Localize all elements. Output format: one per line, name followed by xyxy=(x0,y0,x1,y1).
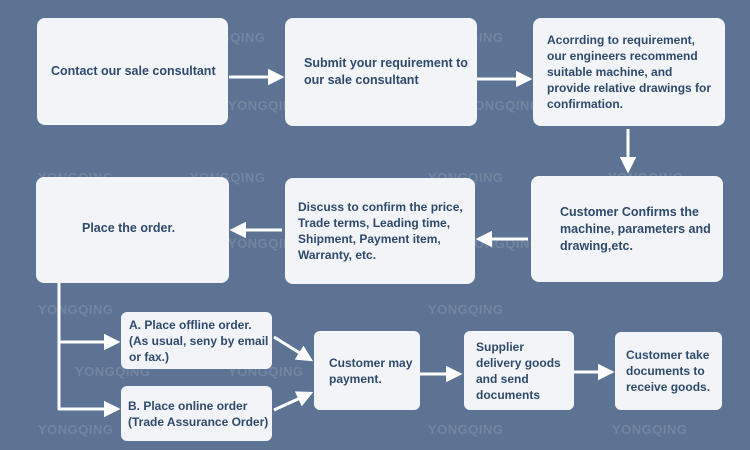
step-contact-consultant: Contact our sale consultant xyxy=(37,18,228,125)
step-place-order-label: Place the order. xyxy=(82,221,176,235)
step-customer-confirms: Customer Confirms the machine, parameter… xyxy=(531,176,723,282)
watermark: YONGQING xyxy=(228,236,304,251)
step-offline-order: A. Place offline order. (As usual, seny … xyxy=(121,312,272,369)
step-discuss-terms: Discuss to confirm the price, Trade term… xyxy=(285,178,475,284)
watermark: YONGQING xyxy=(612,422,688,437)
step-supplier-delivery: Supplier delivery goods and send documen… xyxy=(464,331,574,410)
arrow-place-order-to-offline xyxy=(57,283,121,351)
step-customer-payment-label: Customer may payment. xyxy=(329,355,413,386)
watermark: YONGQING xyxy=(428,422,504,437)
step-customer-confirms-label: Customer Confirms the machine, parameter… xyxy=(560,204,711,253)
step-supplier-delivery-label: Supplier delivery goods and send documen… xyxy=(476,339,561,402)
step-receive-goods: Customer take documents to receive goods… xyxy=(615,332,722,410)
step-place-order: Place the order. xyxy=(36,177,229,283)
step-contact-consultant-label: Contact our sale consultant xyxy=(51,64,216,78)
step-submit-requirement-label: Submit your requirement to our sale cons… xyxy=(304,56,468,87)
step-submit-requirement: Submit your requirement to our sale cons… xyxy=(285,18,477,126)
step-engineer-recommend-label: Acorrding to requirement, our engineers … xyxy=(547,33,712,111)
step-online-order-label: B. Place online order (Trade Assurance O… xyxy=(128,398,269,429)
arrow-place-order-to-online xyxy=(57,342,121,418)
step-customer-payment: Customer may payment. xyxy=(314,331,420,410)
watermark: YONGQING xyxy=(38,422,114,437)
watermark: YONGQING xyxy=(228,98,304,113)
step-engineer-recommend: Acorrding to requirement, our engineers … xyxy=(533,18,725,126)
step-offline-order-label: A. Place offline order. (As usual, seny … xyxy=(129,317,269,364)
step-receive-goods-label: Customer take documents to receive goods… xyxy=(626,348,711,394)
watermark: YONGQING xyxy=(38,302,114,317)
arrow-offline-to-payment xyxy=(273,335,314,362)
watermark: YONGQING xyxy=(428,302,504,317)
step-online-order: B. Place online order (Trade Assurance O… xyxy=(121,386,272,441)
watermark: YONGQING xyxy=(465,98,541,113)
step-discuss-terms-label: Discuss to confirm the price, Trade term… xyxy=(298,200,463,262)
arrow-online-to-payment xyxy=(273,391,314,412)
